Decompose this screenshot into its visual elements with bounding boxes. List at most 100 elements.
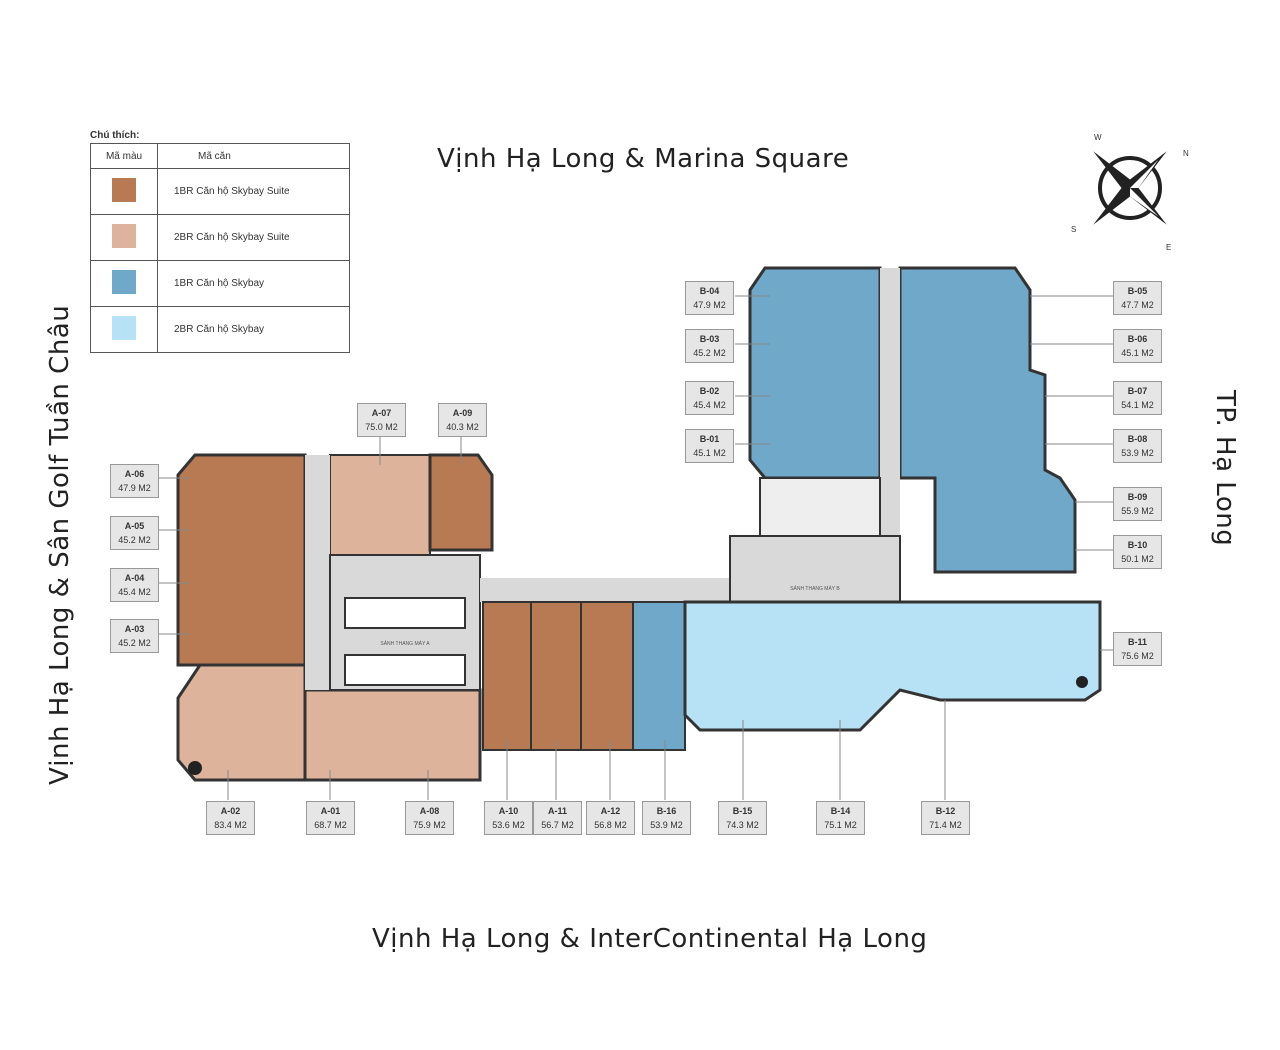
tower-a-1br-north	[428, 453, 494, 552]
unit-a10-block	[482, 601, 532, 751]
unit-code: B-16	[656, 806, 677, 816]
lobby-a-label: SẢNH THANG MÁY A	[380, 640, 430, 647]
unit-code: B-04	[699, 286, 720, 296]
compass-icon	[1093, 151, 1167, 225]
unit-tag-b-14: B-14 75.1 M2	[816, 801, 865, 835]
unit-area: 56.7 M2	[541, 820, 574, 830]
unit-area: 45.2 M2	[693, 348, 726, 358]
unit-code: A-08	[419, 806, 440, 816]
unit-code: A-07	[371, 408, 392, 418]
unit-code: B-02	[699, 386, 720, 396]
unit-tag-b-11: B-11 75.6 M2	[1113, 632, 1162, 666]
unit-code: A-03	[124, 624, 145, 634]
unit-code: A-05	[124, 521, 145, 531]
unit-area: 53.6 M2	[492, 820, 525, 830]
unit-area: 71.4 M2	[929, 820, 962, 830]
unit-area: 53.9 M2	[1121, 448, 1154, 458]
tower-b-corridor	[880, 268, 900, 578]
legend-swatch-2br-suite	[112, 224, 136, 248]
legend-header-code: Mã căn	[157, 143, 350, 169]
legend-swatch-1br-skybay	[112, 270, 136, 294]
unit-code: B-06	[1127, 334, 1148, 344]
unit-tag-a-12: A-12 56.8 M2	[586, 801, 635, 835]
unit-code: A-09	[452, 408, 473, 418]
legend-swatch-2br-skybay	[112, 316, 136, 340]
leader-lines	[157, 295, 1113, 800]
unit-code: B-08	[1127, 434, 1148, 444]
compass-n: N	[1183, 149, 1189, 158]
unit-tag-b-07: B-07 54.1 M2	[1113, 381, 1162, 415]
unit-code: B-07	[1127, 386, 1148, 396]
unit-area: 56.8 M2	[594, 820, 627, 830]
unit-b16-block	[632, 601, 686, 751]
unit-area: 74.3 M2	[726, 820, 759, 830]
unit-tag-b-02: B-02 45.4 M2	[685, 381, 734, 415]
unit-tag-b-09: B-09 55.9 M2	[1113, 487, 1162, 521]
unit-code: B-12	[935, 806, 956, 816]
unit-area: 55.9 M2	[1121, 506, 1154, 516]
unit-tag-a-07: A-07 75.0 M2	[357, 403, 406, 437]
unit-tag-b-12: B-12 71.4 M2	[921, 801, 970, 835]
unit-code: B-05	[1127, 286, 1148, 296]
unit-tag-b-08: B-08 53.9 M2	[1113, 429, 1162, 463]
unit-area: 45.2 M2	[118, 535, 151, 545]
unit-area: 45.1 M2	[1121, 348, 1154, 358]
unit-code: A-12	[600, 806, 621, 816]
unit-code: A-06	[124, 469, 145, 479]
unit-area: 45.4 M2	[118, 587, 151, 597]
unit-code: B-14	[830, 806, 851, 816]
legend-table: Mã màu Mã căn 1BR Căn hộ Skybay Suite 2B…	[90, 143, 350, 353]
unit-a12-block	[580, 601, 634, 751]
unit-area: 50.1 M2	[1121, 554, 1154, 564]
unit-code: B-01	[699, 434, 720, 444]
unit-area: 54.1 M2	[1121, 400, 1154, 410]
unit-area: 45.4 M2	[693, 400, 726, 410]
unit-code: A-10	[498, 806, 519, 816]
tower-b-2br-south	[683, 600, 1102, 732]
unit-tag-b-01: B-01 45.1 M2	[685, 429, 734, 463]
legend-swatch-1br-suite	[112, 178, 136, 202]
unit-area: 47.9 M2	[693, 300, 726, 310]
tower-a-corridor-west	[305, 455, 330, 690]
unit-area: 45.1 M2	[693, 448, 726, 458]
unit-area: 45.2 M2	[118, 638, 151, 648]
unit-area: 47.9 M2	[118, 483, 151, 493]
tower-a-1br-west	[176, 453, 307, 667]
unit-code: B-03	[699, 334, 720, 344]
unit-tag-a-05: A-05 45.2 M2	[110, 516, 159, 550]
tower-b-1br-east	[898, 266, 1077, 574]
unit-tag-a-06: A-06 47.9 M2	[110, 464, 159, 498]
unit-code: A-11	[547, 806, 567, 816]
tower-b-1br-west	[748, 266, 882, 480]
tower-a-column	[188, 761, 202, 775]
unit-tag-b-04: B-04 47.9 M2	[685, 281, 734, 315]
unit-tag-b-03: B-03 45.2 M2	[685, 329, 734, 363]
unit-area: 83.4 M2	[214, 820, 247, 830]
legend-label-1br-skybay: 1BR Căn hộ Skybay	[157, 260, 350, 307]
unit-code: B-11	[1127, 637, 1147, 647]
tower-a-elevators-bottom	[344, 654, 466, 686]
unit-tag-b-06: B-06 45.1 M2	[1113, 329, 1162, 363]
unit-tag-a-10: A-10 53.6 M2	[484, 801, 533, 835]
unit-area: 75.6 M2	[1121, 651, 1154, 661]
compass-e: E	[1166, 243, 1171, 252]
view-south: Vịnh Hạ Long & InterContinental Hạ Long	[372, 924, 928, 954]
unit-area: 75.0 M2	[365, 422, 398, 432]
tower-a-elevators-top	[344, 597, 466, 629]
unit-area: 40.3 M2	[446, 422, 479, 432]
legend-label-2br-skybay: 2BR Căn hộ Skybay	[157, 306, 350, 353]
compass-s: S	[1071, 225, 1076, 234]
unit-area: 75.1 M2	[824, 820, 857, 830]
unit-area: 68.7 M2	[314, 820, 347, 830]
tower-a-2br-south	[303, 688, 482, 782]
unit-code: B-09	[1127, 492, 1148, 502]
legend-title: Chú thích:	[90, 130, 140, 141]
